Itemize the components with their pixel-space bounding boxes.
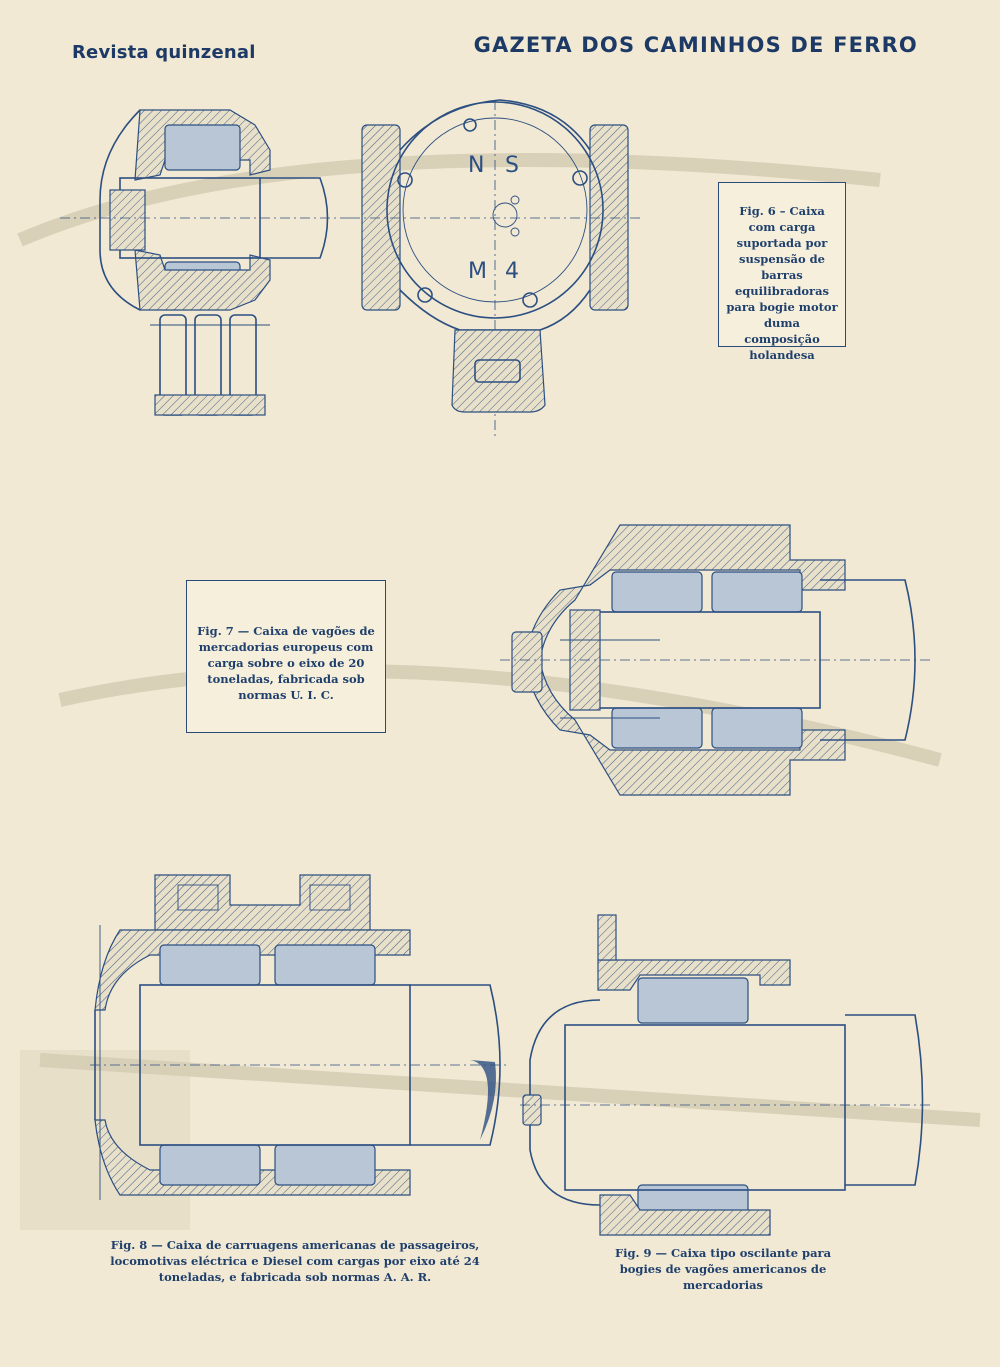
- fig7-axle-box-drawing: [500, 524, 930, 796]
- fig9-caption: Fig. 9 — Caixa tipo oscilante para bogie…: [614, 1246, 832, 1292]
- plate-marking-n: N: [468, 153, 484, 178]
- fig8-caption: Fig. 8 — Caixa de carruagens americanas …: [110, 1238, 480, 1284]
- fig8-axle-box-drawing: [90, 874, 510, 1200]
- fig6-caption: Fig. 6 – Caixa com carga suportada por s…: [718, 182, 846, 362]
- fig7-caption: Fig. 7 — Caixa de vagões de mercadorias …: [186, 580, 386, 733]
- plate-marking-4: 4: [505, 259, 519, 284]
- magazine-title: GAZETA DOS CAMINHOS DE FERRO: [473, 33, 918, 57]
- fig6-front-view-drawing: N S M 4: [350, 99, 640, 440]
- fig6-side-section-drawing: [60, 109, 350, 416]
- fig9-oscillating-axle-box-drawing: [520, 914, 930, 1236]
- magazine-periodicity: Revista quinzenal: [72, 42, 256, 63]
- plate-marking-s: S: [505, 153, 519, 178]
- plate-marking-m: M: [468, 259, 487, 284]
